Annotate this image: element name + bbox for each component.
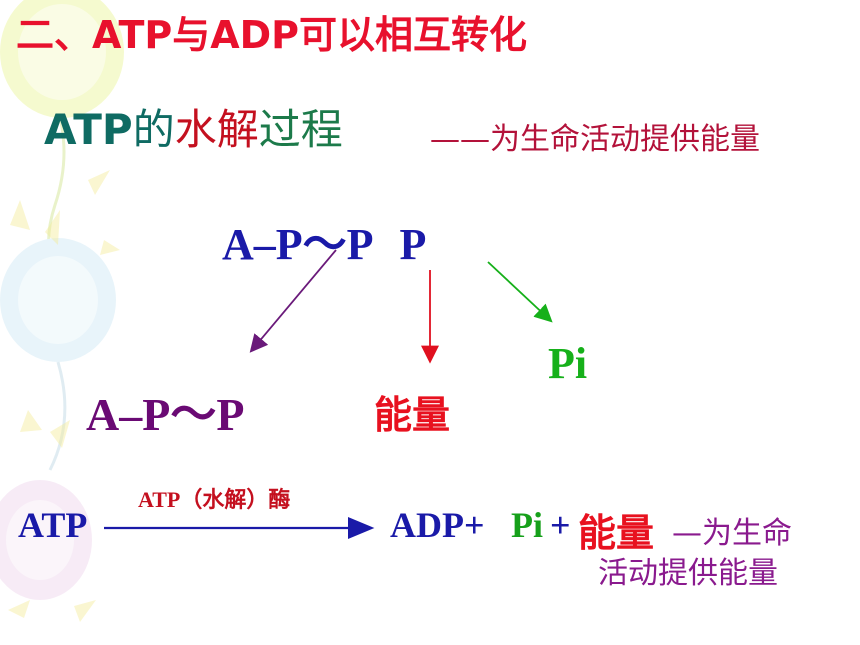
equation-reactant-atp: ATP [18,505,88,545]
product-adp-formula: A–P～P [86,389,245,440]
equation-enzyme-label: ATP（水解）酶 [138,487,291,512]
equation-product-adp: ADP+ [390,505,485,545]
page-title: 二、ATP与ADP可以相互转化 [16,13,528,57]
heading-note: ——为生命活动提供能量 [430,122,760,157]
equation-note-line2: 活动提供能量 [598,556,778,591]
sun-decoration [8,170,120,622]
balloon-decoration [0,0,124,600]
arrow-to-pi [487,261,553,323]
equation-product-pi: Pi [511,505,543,545]
equation-product-energy: 能量 [578,511,655,555]
heading-hydrolysis: 水解 [174,105,259,154]
equation-note-line1: —为生命 [672,516,792,551]
product-pi: Pi [548,339,588,388]
equation-plus-sign: + [550,505,571,545]
section-heading: ATP的水解过程 [44,96,343,157]
formula-tail-phosphate: P [399,220,427,269]
atp-structure-formula: A–P～P P [222,208,426,272]
formula-main: A–P～P [222,220,374,269]
heading-de: 的 [132,105,175,154]
product-energy: 能量 [374,393,451,437]
heading-process: 过程 [258,105,343,154]
heading-atp: ATP [44,105,133,154]
arrow-to-adp [249,249,337,353]
